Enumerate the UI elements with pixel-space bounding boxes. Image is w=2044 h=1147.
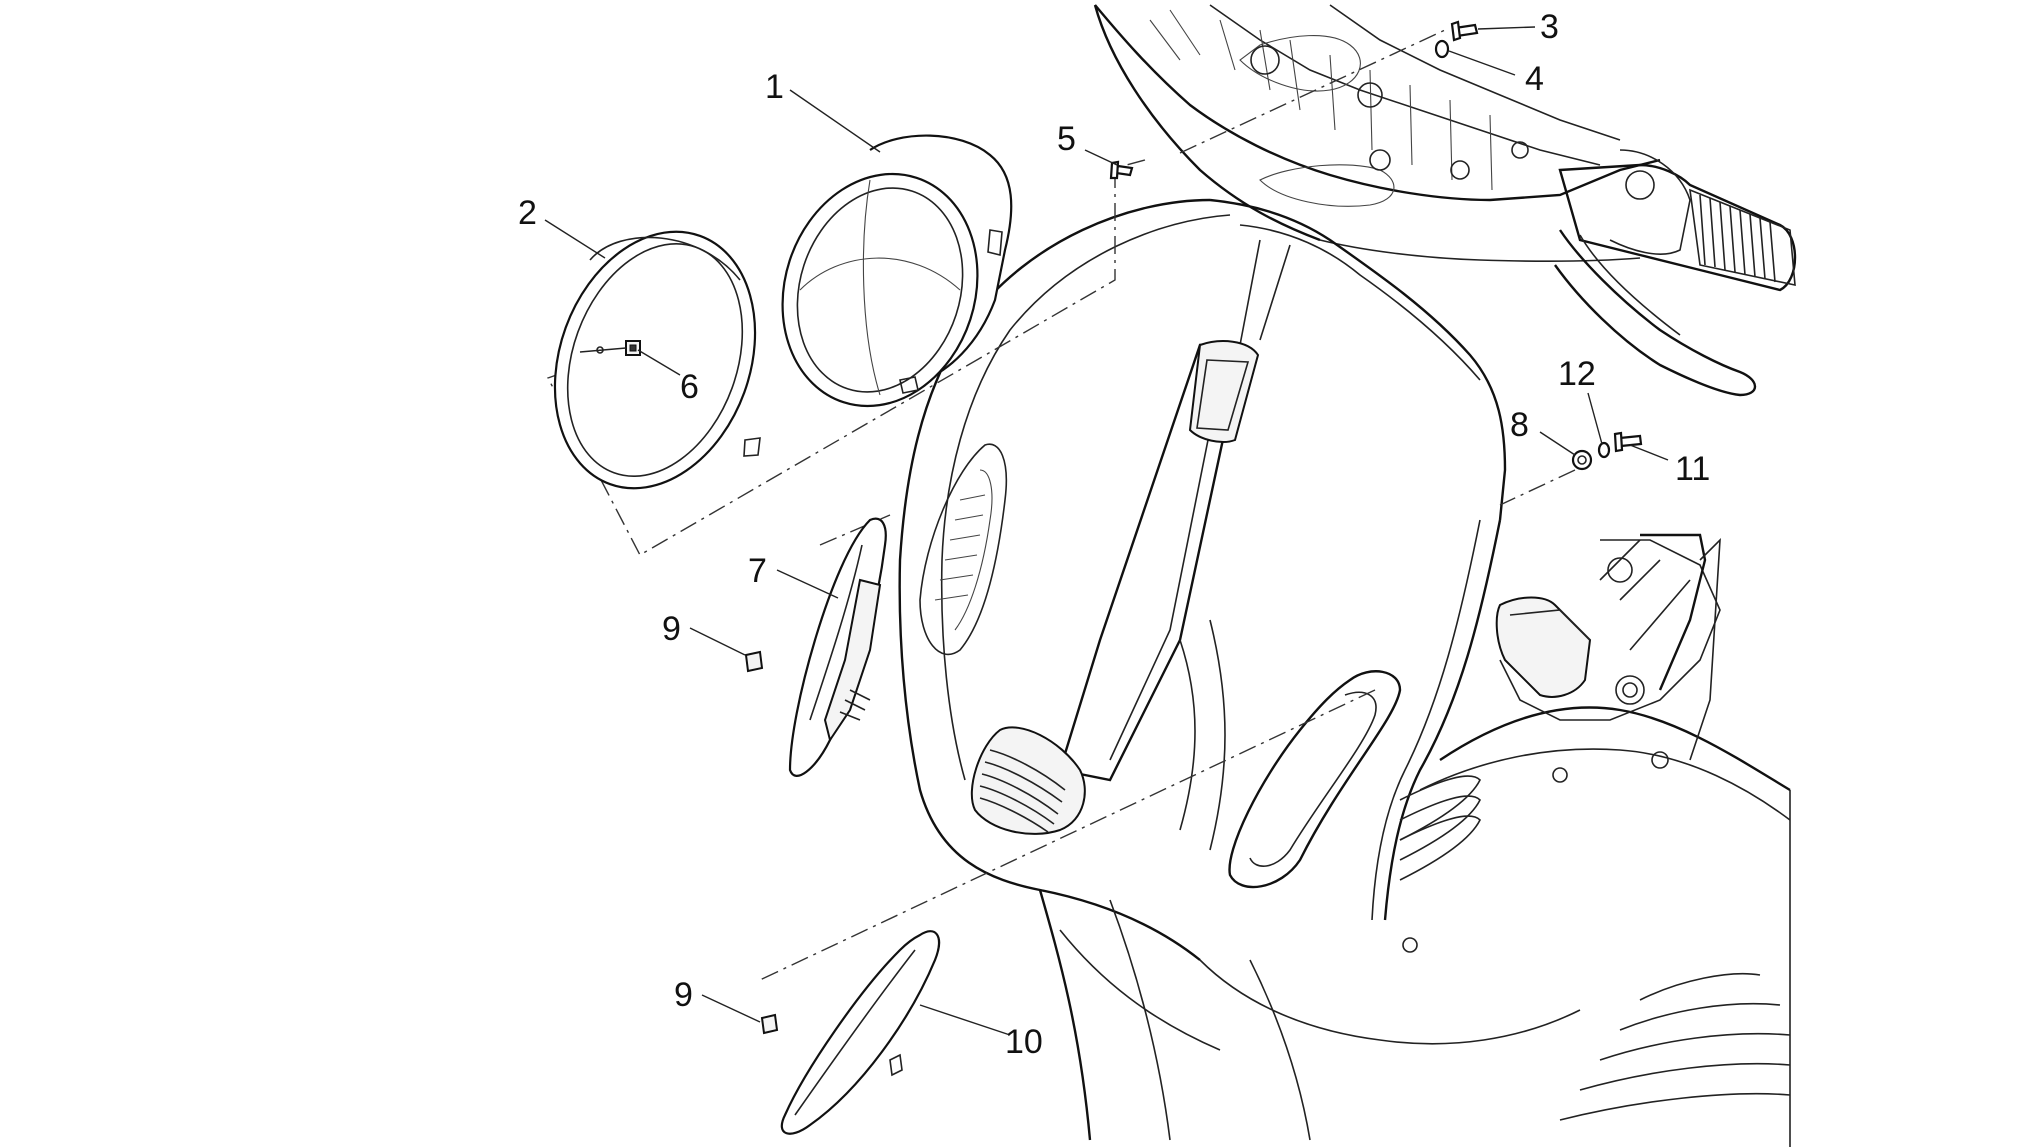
callout-labels: 1 2 3 4 5 6 7 8 9 9 10 11 12 — [518, 8, 1710, 1061]
part-7-turn-signal-left — [788, 517, 887, 777]
callout-9-upper: 9 — [662, 610, 681, 648]
part-1-headlight — [781, 134, 1013, 408]
horn-grille-slats — [979, 749, 1066, 833]
grip-texture — [1699, 194, 1776, 283]
callout-1: 1 — [765, 68, 784, 106]
callout-7: 7 — [748, 552, 767, 590]
callout-5: 5 — [1057, 120, 1076, 158]
callout-2: 2 — [518, 194, 537, 232]
callout-10: 10 — [1005, 1023, 1043, 1061]
leader-lines — [544, 26, 1669, 1036]
callout-8: 8 — [1510, 406, 1529, 444]
floor-strips — [1399, 775, 1791, 1121]
handlebar-assembly — [1093, 4, 1797, 397]
leg-shield — [898, 198, 1581, 1141]
callout-12: 12 — [1558, 355, 1596, 393]
callout-6: 6 — [680, 368, 699, 406]
part-6-clip — [579, 340, 641, 356]
recess-slats-left — [934, 494, 986, 601]
callout-4: 4 — [1525, 60, 1544, 98]
assembly-lines — [547, 29, 1576, 981]
callout-9-lower: 9 — [674, 976, 693, 1014]
frame-floorboard — [1399, 533, 1791, 1147]
callout-11: 11 — [1675, 450, 1710, 488]
small-hardware — [744, 20, 1643, 1035]
callout-3: 3 — [1540, 8, 1559, 46]
part-10-turn-signal-right — [780, 930, 941, 1135]
